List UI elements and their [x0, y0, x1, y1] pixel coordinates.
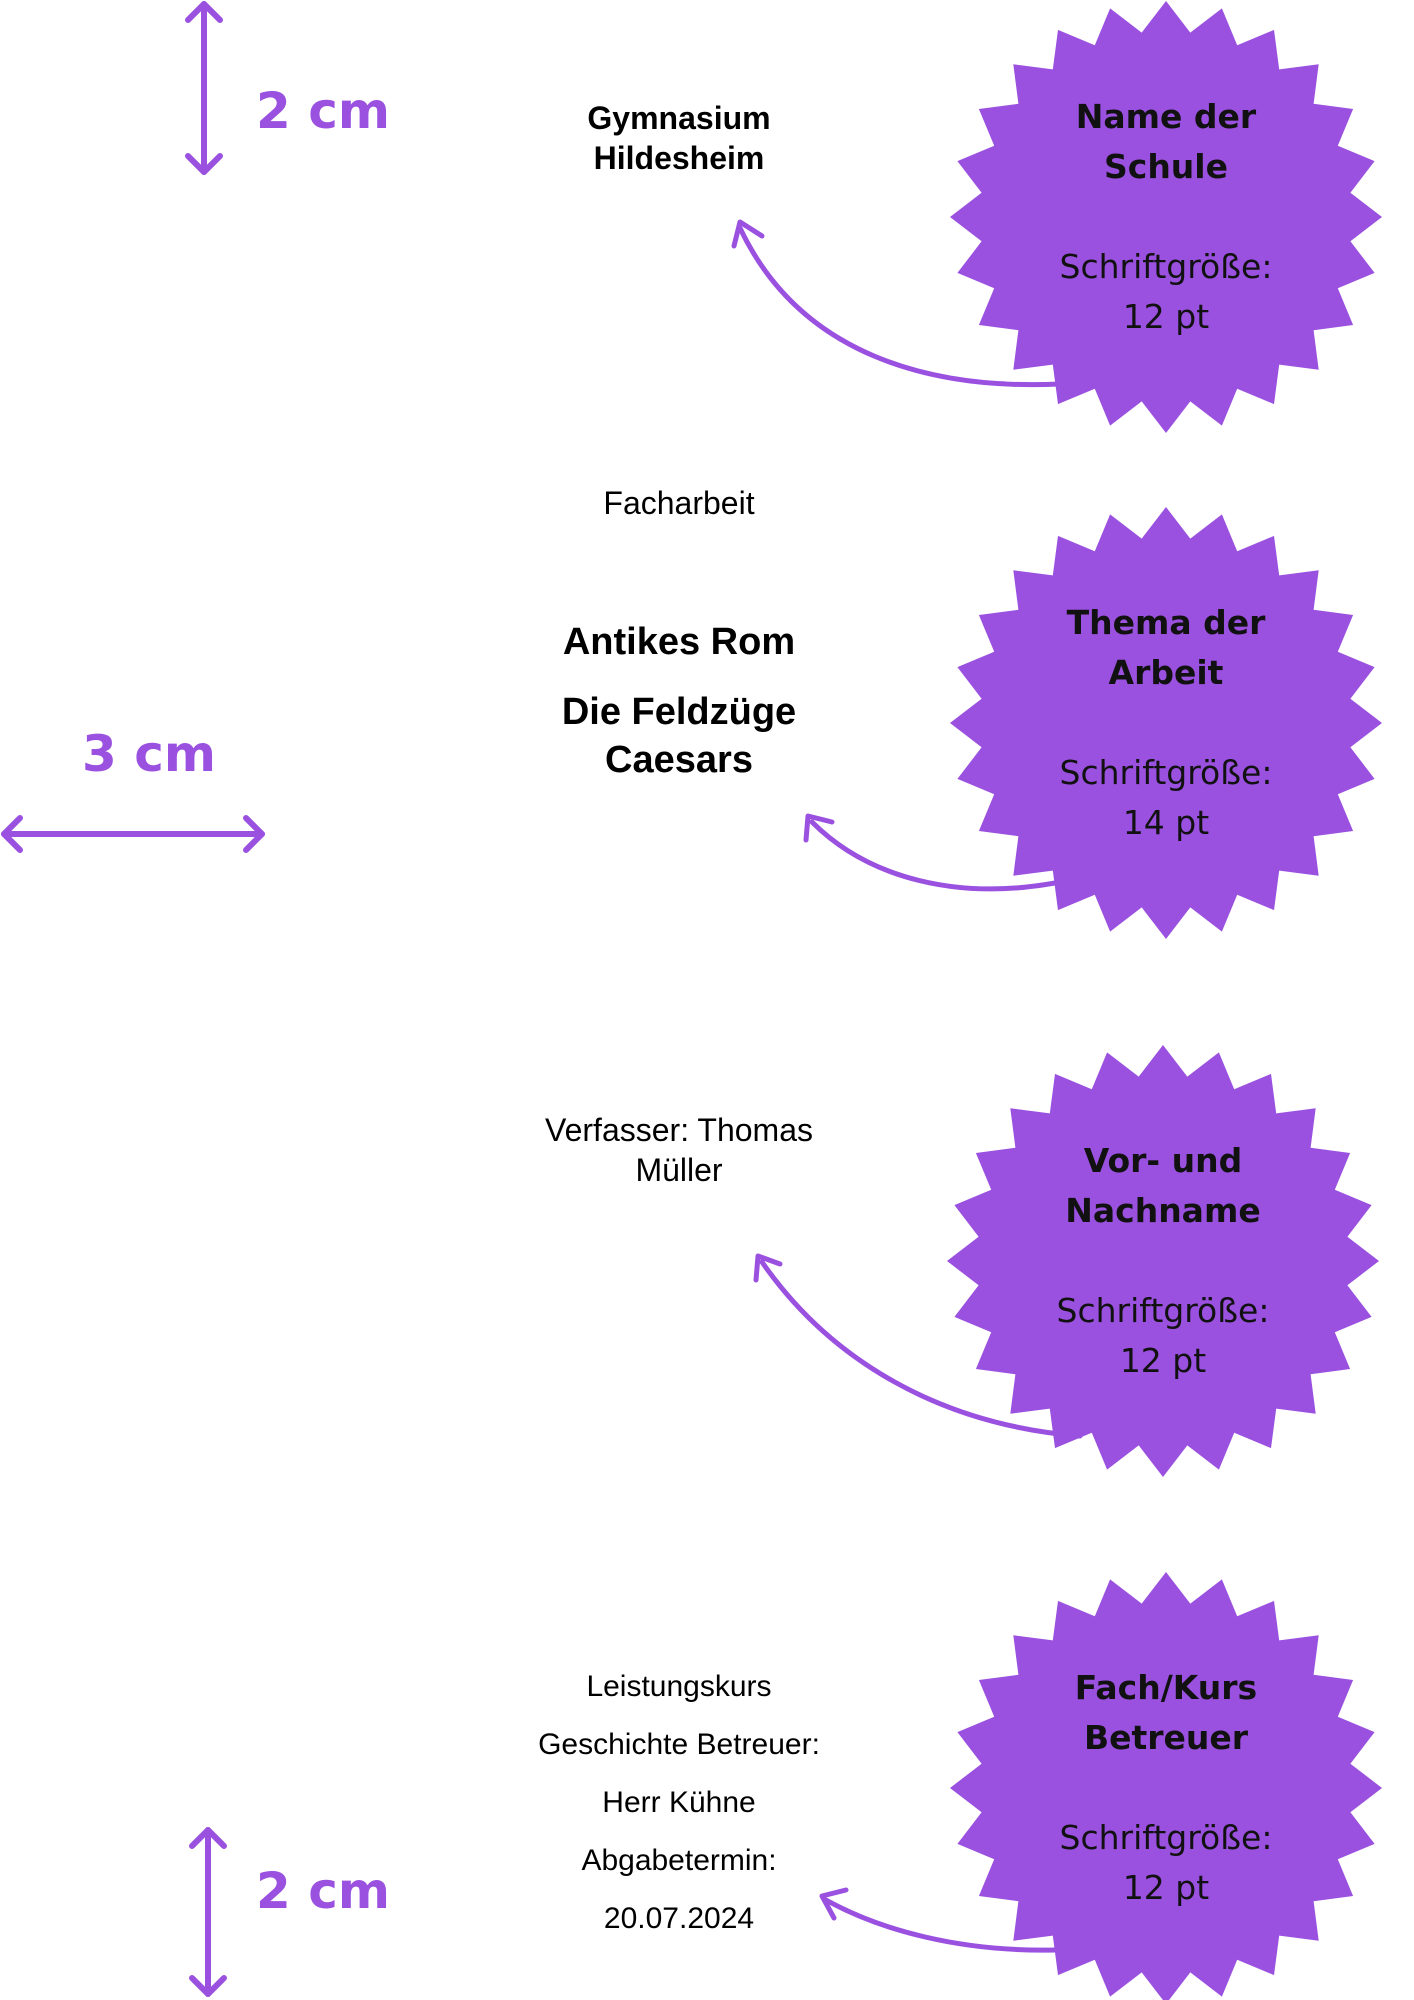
bottom-margin-arrow	[189, 1827, 227, 1997]
badge-font-size-value: 12 pt	[1122, 1868, 1210, 1907]
course-line: Leistungskurs	[586, 1670, 772, 1703]
pointer-arrow-course	[823, 1897, 1058, 1953]
badge-title-line: Name der	[1075, 97, 1257, 136]
badge-starburst-author	[947, 1045, 1379, 1477]
pointer-arrowhead-topic	[803, 813, 835, 843]
topic-subtitle-line: Die Feldzüge	[561, 691, 797, 733]
badge-font-size-value: 14 pt	[1122, 803, 1210, 842]
course-block: Leistungskurs Geschichte Betreuer: Herr …	[489, 1658, 869, 1948]
badge-font-size-value: 12 pt	[1119, 1341, 1207, 1380]
pointer-arrowhead-school	[731, 219, 765, 249]
badge-title-line: Fach/Kurs	[1074, 1668, 1258, 1707]
course-line: 20.07.2024	[603, 1902, 755, 1935]
school-name-line: Hildesheim	[593, 140, 765, 176]
author-line: Verfasser: Thomas	[545, 1112, 813, 1148]
left-margin-label: 3 cm	[82, 725, 216, 783]
badge-course: Fach/Kurs Betreuer Schriftgröße: 12 pt	[1016, 1663, 1316, 1913]
badge-title-line: Thema der	[1066, 603, 1266, 642]
topic-block: Antikes Rom Die Feldzüge Caesars	[489, 618, 869, 784]
badge-author: Vor- und Nachname Schriftgröße: 12 pt	[1013, 1136, 1313, 1386]
badge-topic: Thema der Arbeit Schriftgröße: 14 pt	[1016, 598, 1316, 848]
author-block: Verfasser: Thomas Müller	[489, 1110, 869, 1190]
badge-school: Name der Schule Schriftgröße: 12 pt	[1016, 92, 1316, 342]
author-line: Müller	[635, 1152, 723, 1188]
bottom-margin-label: 2 cm	[256, 1862, 390, 1920]
badge-font-size-value: 12 pt	[1122, 297, 1210, 336]
pointer-arrowhead-author	[753, 1253, 783, 1283]
top-margin-label: 2 cm	[256, 82, 390, 140]
document-type: Facharbeit	[603, 485, 755, 521]
badge-title-line: Arbeit	[1108, 653, 1224, 692]
top-margin-arrow	[185, 1, 223, 175]
left-margin-arrow	[1, 815, 265, 853]
badge-font-size-label: Schriftgröße:	[1059, 247, 1273, 286]
badge-starburst-topic	[950, 507, 1382, 939]
course-line: Abgabetermin:	[581, 1844, 777, 1877]
badge-font-size-label: Schriftgröße:	[1059, 1818, 1273, 1857]
badge-font-size-label: Schriftgröße:	[1056, 1291, 1270, 1330]
badge-title-line: Schule	[1103, 147, 1228, 186]
pointer-arrowhead-course	[819, 1887, 849, 1921]
pointer-arrow-topic	[809, 819, 1058, 892]
topic-subtitle-line: Caesars	[605, 739, 753, 781]
badge-starburst-course	[950, 1572, 1382, 2000]
course-line: Herr Kühne	[602, 1786, 756, 1819]
pointer-arrow-school	[737, 225, 1063, 388]
badge-title-line: Nachname	[1065, 1191, 1261, 1230]
course-line: Geschichte Betreuer:	[538, 1728, 820, 1761]
badge-font-size-label: Schriftgröße:	[1059, 753, 1273, 792]
badge-title-line: Vor- und	[1083, 1141, 1243, 1180]
badge-title-line: Betreuer	[1083, 1718, 1249, 1757]
badge-starburst-school	[950, 1, 1382, 433]
school-name-line: Gymnasium	[587, 100, 771, 136]
pointer-arrow-author	[759, 1259, 1083, 1439]
topic-title: Antikes Rom	[562, 621, 796, 663]
school-name: Gymnasium Hildesheim	[489, 98, 869, 178]
